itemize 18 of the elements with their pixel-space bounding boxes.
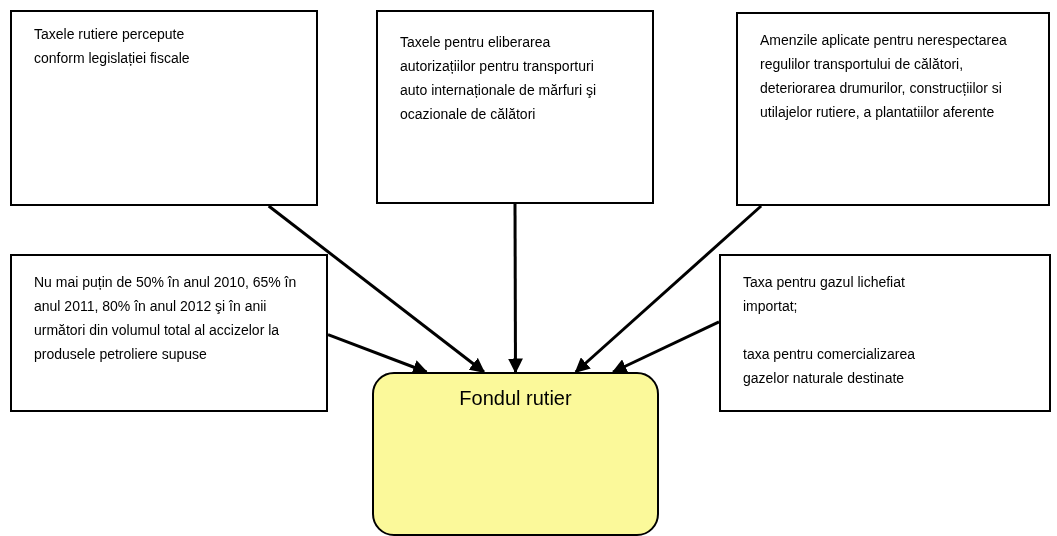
arrow bbox=[611, 320, 720, 374]
box-text: Taxele pentru eliberarea autorizațiilor pentru transporturi auto internaționale de mărfuri şi ocazionale de călători bbox=[400, 33, 598, 124]
text-box bbox=[376, 10, 654, 204]
box-text: Amenzile aplicate pentru nerespectarea regulilor transportului de călători, deteriorarea drumurilor, construcțiilor si utilajelor rutiere, a plantatiilor aferente bbox=[760, 31, 1008, 122]
box-text: taxa pentru comercializarea gazelor naturale destinate bbox=[743, 345, 916, 388]
box-text: Nu mai puțin de 50% în anul 2010, 65% în anul 2011, 80% în anul 2012 şi în anii următori din volumul total al accizelor la produsele petroliere supuse bbox=[34, 273, 298, 364]
text-box bbox=[10, 10, 318, 206]
box-text: Fondul rutier bbox=[458, 386, 573, 410]
arrow bbox=[507, 204, 523, 374]
arrow bbox=[327, 333, 428, 375]
text-box bbox=[736, 12, 1050, 206]
arrow bbox=[267, 204, 486, 374]
box-text: Taxa pentru gazul lichefiat importat; bbox=[743, 273, 906, 316]
arrow bbox=[574, 204, 763, 374]
text-box bbox=[719, 254, 1051, 412]
box-text: Taxele rutiere percepute conform legislației fiscale bbox=[34, 25, 191, 68]
rounded-box bbox=[372, 372, 659, 536]
text-box bbox=[10, 254, 328, 412]
